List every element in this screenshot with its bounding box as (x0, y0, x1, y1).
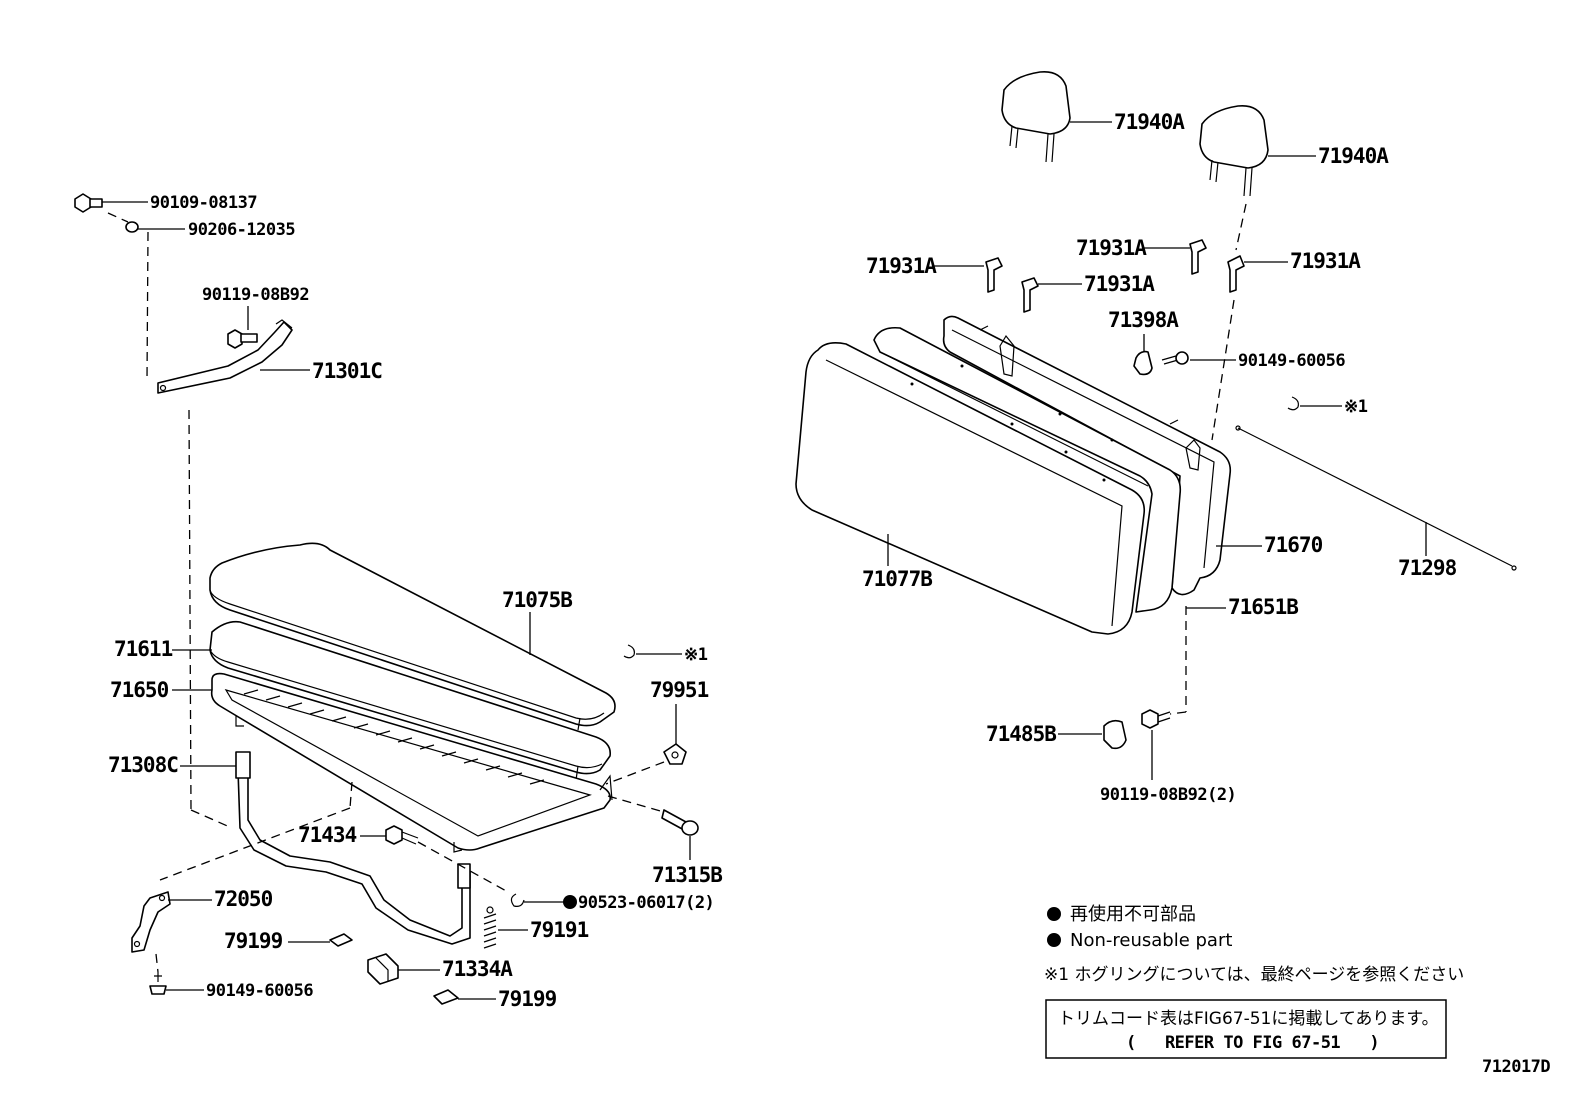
seat-leg-71308C (235, 751, 471, 945)
seat-frame-71650 (210, 672, 613, 853)
screw-icon (149, 972, 167, 995)
part-label-71077B: 71077B (862, 567, 932, 591)
part-label-90149-60056-left: 90149-60056 (206, 981, 313, 1001)
headrest-guide-icon (1227, 255, 1245, 293)
release-knob-icon (1133, 350, 1153, 376)
non-reusable-marker-icon (563, 895, 577, 909)
bolt-icon (385, 825, 419, 845)
hog-ring-note-left: ※1 (684, 645, 708, 665)
part-label-90206-12035: 90206-12035 (188, 220, 295, 240)
headrest-icon (1001, 70, 1071, 163)
part-label-79951: 79951 (650, 678, 709, 702)
pad-icon (433, 989, 459, 1005)
seat-back-frame-71670 (942, 315, 1232, 596)
part-label-90119-08B92-2: 90119-08B92(2) (1100, 785, 1236, 805)
part-label-71298: 71298 (1398, 556, 1457, 580)
hog-ring-icon (623, 644, 635, 659)
part-label-90119-08B92: 90119-08B92 (202, 285, 309, 305)
legend: 再使用不可部品 Non-reusable part ※1 ホグリングについては、… (1044, 904, 1464, 985)
legend-english: Non-reusable part (1070, 930, 1232, 951)
diagram-id: 712017D (1482, 1057, 1550, 1077)
part-label-90523-06017: 90523-06017(2) (578, 893, 714, 913)
part-label-71611: 71611 (114, 637, 173, 661)
part-label-71650: 71650 (110, 678, 169, 702)
legend-japanese: 再使用不可部品 (1070, 904, 1196, 925)
part-label-71334A: 71334A (442, 957, 513, 981)
part-label-71931A-d: 71931A (1084, 272, 1155, 296)
pad-icon (329, 933, 353, 947)
bracket-72050 (131, 891, 171, 953)
part-label-71940A-a: 71940A (1114, 110, 1185, 134)
part-label-71651B: 71651B (1228, 595, 1298, 619)
seat-back-assembly: 71940A 71940A 71931A 71931A 71931A 7 (795, 70, 1517, 805)
reference-box-english: ( REFER TO FIG 67-51 ) (1126, 1033, 1379, 1053)
wire-71298 (1235, 425, 1517, 571)
cap-71334A (367, 953, 399, 985)
part-label-71398A: 71398A (1108, 308, 1179, 332)
part-label-71075B: 71075B (502, 588, 572, 612)
part-label-71301C: 71301C (312, 359, 382, 383)
headrest-icon (1199, 104, 1269, 197)
pin-bolt-icon (661, 809, 699, 836)
seat-back-cover-71651B (873, 326, 1182, 613)
reference-box: トリムコード表はFIG67-51に掲載してあります。 ( REFER TO FI… (1045, 999, 1447, 1059)
part-label-90109-08137: 90109-08137 (150, 193, 257, 213)
washer-icon (125, 221, 139, 233)
cap-icon (1103, 719, 1127, 750)
bolt-icon (74, 193, 103, 213)
hog-ring-legend-note: ※1 ホグリングについては、最終ページを参照ください (1044, 965, 1464, 985)
seat-bracket-71301C (157, 319, 293, 394)
non-reusable-marker-icon (1047, 933, 1061, 947)
spring-icon (483, 906, 497, 949)
part-label-71931A-c: 71931A (1290, 249, 1361, 273)
part-label-72050: 72050 (214, 887, 273, 911)
part-label-71308C: 71308C (108, 753, 178, 777)
part-label-71670: 71670 (1264, 533, 1323, 557)
part-label-79199-a: 79199 (224, 929, 283, 953)
bolt-icon (227, 329, 258, 349)
part-label-79191: 79191 (530, 918, 589, 942)
part-label-71485B: 71485B (986, 722, 1056, 746)
seat-cushion-pad-71075B (209, 542, 616, 731)
seat-back-pad-71077B (795, 342, 1146, 635)
part-label-71931A-a: 71931A (866, 254, 937, 278)
non-reusable-marker-icon (1047, 907, 1061, 921)
hog-ring-icon (1287, 396, 1299, 411)
ring-clip-icon (510, 893, 525, 907)
part-label-79199-b: 79199 (498, 987, 557, 1011)
part-label-71434: 71434 (298, 823, 357, 847)
seat-cushion-assembly: 90109-08137 90206-12035 90119-08B92 7130… (74, 193, 723, 1011)
hog-ring-note-right: ※1 (1344, 397, 1368, 417)
headrest-guide-icon (1021, 277, 1039, 313)
part-label-71931A-b: 71931A (1076, 236, 1147, 260)
part-label-71315B: 71315B (652, 863, 722, 887)
reference-box-japanese: トリムコード表はFIG67-51に掲載してあります。 (1058, 1009, 1439, 1029)
seat-cushion-cover-71611 (209, 620, 612, 781)
part-label-90149-60056-right: 90149-60056 (1238, 351, 1345, 371)
headrest-guide-icon (1189, 239, 1207, 275)
part-label-71940A-b: 71940A (1318, 144, 1389, 168)
bolt-icon (1141, 709, 1171, 729)
screw-icon (1161, 351, 1189, 365)
clip-icon (663, 743, 687, 765)
headrest-guide-icon (985, 257, 1003, 293)
